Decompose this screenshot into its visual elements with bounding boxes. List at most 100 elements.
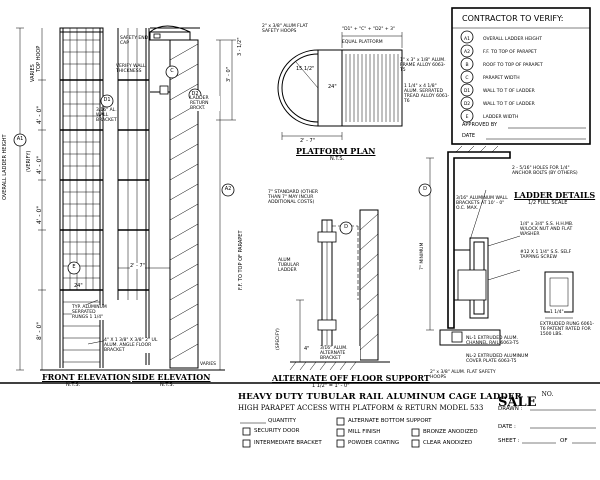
channel-note: NL-1 EXTRUDED ALUM. CHANNEL RAIL 6063-T5 — [466, 336, 519, 346]
platform-plan-title: PLATFORM PLAN — [296, 146, 376, 156]
dim-3-1-2: 3 - 1/2" — [237, 37, 243, 56]
minimum-label: 7" MINIMUM — [420, 242, 425, 270]
varies-label-front: VARIES — [30, 64, 36, 82]
marker-d1 — [100, 94, 114, 108]
bolt-note: 1/4" x 3/4" S.S. H.H.MB. W/LOCK NUT AND … — [520, 222, 574, 237]
side-elevation-title: SIDE ELEVATION — [132, 372, 211, 382]
top-hoop-label: TOP HOOP — [36, 45, 42, 72]
option-intermediate-bracket: INTERMEDIATE BRACKET — [254, 440, 322, 446]
dim-4-alt: 4" — [304, 346, 310, 352]
safety-end-cap: SAFETY END CAP — [120, 36, 149, 46]
contractor-date-label: DATE — [462, 133, 476, 139]
option-powder-coating: POWDER COATING — [348, 440, 400, 446]
side-elevation-scale: N.T.S. — [160, 382, 175, 388]
frame-note: 1" x 3" x 1/8" ALUM. FRAME ALLOY 6063-T5 — [400, 58, 446, 73]
angle-note: 4" X 1 3/8" X 3/8" 2" UL ALUM. ANGLE FLO… — [104, 338, 164, 353]
rung-extrusion-note: EXTRUDED RUNG 6061-T6 PATENT RATED FOR 1… — [540, 322, 594, 337]
rung-note: TYP. ALUMINUM SERRATED RUNGS 1 1/4" — [72, 305, 112, 320]
contractor-item: A2 F.F. TO TOP OF PARAPET — [464, 50, 537, 55]
dim-1-1-4: 1 1/4" — [550, 310, 564, 315]
marker-d-alt-text: D — [344, 224, 348, 230]
contractor-box — [451, 7, 591, 145]
contractor-item: D2 WALL TO T OF LADDER — [463, 102, 535, 107]
of-label: OF — [560, 438, 568, 444]
marker-a1 — [13, 133, 27, 147]
dim-2-7: 2' - 7" — [130, 263, 146, 269]
contractor-items: A1 OVERALL LADDER HEIGHT A2 F.F. TO TOP … — [461, 33, 587, 124]
dim-4-0-b: 4' - 0" — [36, 155, 43, 174]
marker-d-detail — [418, 183, 432, 197]
front-elevation — [13, 27, 115, 371]
platform-plan — [277, 32, 403, 140]
dim-4-0-c: 4' - 0" — [36, 205, 43, 224]
wall-brackets-note: 3/16" ALUMINUM WALL BRACKETS AT 10' - 0"… — [456, 196, 508, 211]
title-line-1: HEAVY DUTY TUBULAR RAIL ALUMINUM CAGE LA… — [238, 392, 522, 402]
platform-plan-scale: N.T.S. — [330, 156, 345, 162]
ladder-details-scale: 1/2 FULL SCALE — [528, 200, 568, 206]
option-checkboxes — [242, 417, 420, 448]
title-line-2: HIGH PARAPET ACCESS WITH PLATFORM & RETU… — [238, 404, 484, 412]
marker-e-text: E — [72, 264, 76, 270]
contractor-item: B ROOF TO TOP OF PARAPET — [465, 63, 543, 68]
specify-label: (SPECIFY) — [276, 328, 281, 350]
marker-e — [67, 261, 81, 275]
screw-note: #12 X 1 1/4" S.S. SELF TAPPING SCREW — [520, 250, 572, 260]
option-bronze-anodized: BRONZE ANODIZED — [423, 429, 478, 435]
cover-note: NL-2 EXTRUDED ALUMINUM COVER PLATE 6063-… — [466, 354, 529, 364]
varies-label-side: VARIES — [200, 362, 217, 367]
dim-radius: 15 1/2" — [296, 66, 315, 72]
sheet-label: SHEET : — [498, 438, 520, 444]
holes-note: 2 - 5/16" HOLES FOR 1/4" ANCHOR BOLTS (B… — [512, 166, 578, 176]
overall-height-label: OVERALL LADDER HEIGHT — [2, 134, 8, 200]
tread-note: 1 1/4" x 4 1/8" ALUM. SERRATED TREAD ALL… — [404, 84, 450, 104]
date-label: DATE : — [498, 424, 516, 430]
alternate-support — [289, 209, 390, 371]
dim-4-0-a: 4' - 0" — [36, 105, 43, 124]
side-elevation — [112, 25, 236, 371]
marker-a2 — [221, 183, 235, 197]
verify-wall: VERIFY WALL THICKNESS — [116, 64, 146, 74]
drawn-label: DRAWN : — [498, 406, 523, 412]
option-mill-finish: MILL FINISH — [348, 429, 381, 435]
dim-top: "D1" + "C" + "D2" + 3" — [342, 27, 396, 32]
alt-support-scale: 1 1/2" = 1' - 0" — [312, 383, 350, 389]
marker-d1-text: D1 — [103, 97, 111, 103]
dim-24-plan: 24" — [328, 84, 337, 90]
front-elevation-title: FRONT ELEVATION — [42, 372, 131, 382]
equal-platform: EQUAL PLATFORM — [342, 40, 383, 45]
option-security-door: SECURITY DOOR — [254, 428, 300, 434]
bracket-note: 3/16" AL. WALL BRACKET — [96, 108, 117, 123]
hoops-note: 2" x 3/8" ALUM FLAT SAFETY HOOPS — [262, 24, 308, 34]
dim-8-0: 8' - 0" — [36, 321, 43, 340]
ladder-details-title: LADDER DETAILS — [514, 190, 596, 200]
detail-hoops-note: 2" x 3/8" ALUM. FLAT SAFETY HOOPS — [430, 370, 496, 380]
front-elevation-scale: N.T.S. — [66, 382, 81, 388]
marker-d-alt — [339, 221, 353, 235]
ladder-return: LADDER RETURN BRCKT. — [190, 96, 220, 111]
marker-a1-text: A1 — [16, 136, 24, 142]
verify-label: (VERIFY) — [26, 150, 32, 172]
approved-by-label: APPROVED BY — [462, 122, 498, 128]
marker-d-detail-text: D — [423, 186, 427, 192]
alt-support-title: ALTERNATE OFF FLOOR SUPPORT — [272, 373, 430, 383]
option-clear-anodized: CLEAR ANODIZED — [423, 440, 473, 446]
contractor-item: A1 OVERALL LADDER HEIGHT — [464, 37, 543, 42]
marker-d2-text: D2 — [191, 91, 199, 97]
contractor-title: CONTRACTOR TO VERIFY: — [462, 14, 564, 23]
dim-3-0: 3' - 0" — [226, 66, 232, 82]
marker-c — [165, 65, 179, 79]
ff-note: F.F. TO TOP OF PARAPET — [238, 230, 244, 290]
sale-label: SALE NO. — [498, 391, 554, 410]
contractor-item: C PARAPET WIDTH — [465, 76, 520, 81]
ladder-details — [418, 145, 574, 346]
alt-bracket-note: 3/16" ALUM. ALTERNATE BRACKET — [320, 346, 360, 361]
marker-a2-text: A2 — [224, 186, 232, 192]
quantity-label: QUANTITY — [268, 418, 296, 424]
tubular-note: ALUM TUBULAR LADDER — [278, 258, 300, 273]
option-alternate-bottom: ALTERNATE BOTTOM SUPPORT — [348, 418, 432, 424]
standard-note: 7" STANDARD (OTHER THAN 7" MAY INCUR ADD… — [268, 190, 318, 205]
width-24: 24" — [74, 283, 83, 289]
dim-2-7-plan: 2' - 7" — [300, 138, 316, 144]
contractor-item: D1 WALL TO T OF LADDER — [463, 89, 535, 94]
